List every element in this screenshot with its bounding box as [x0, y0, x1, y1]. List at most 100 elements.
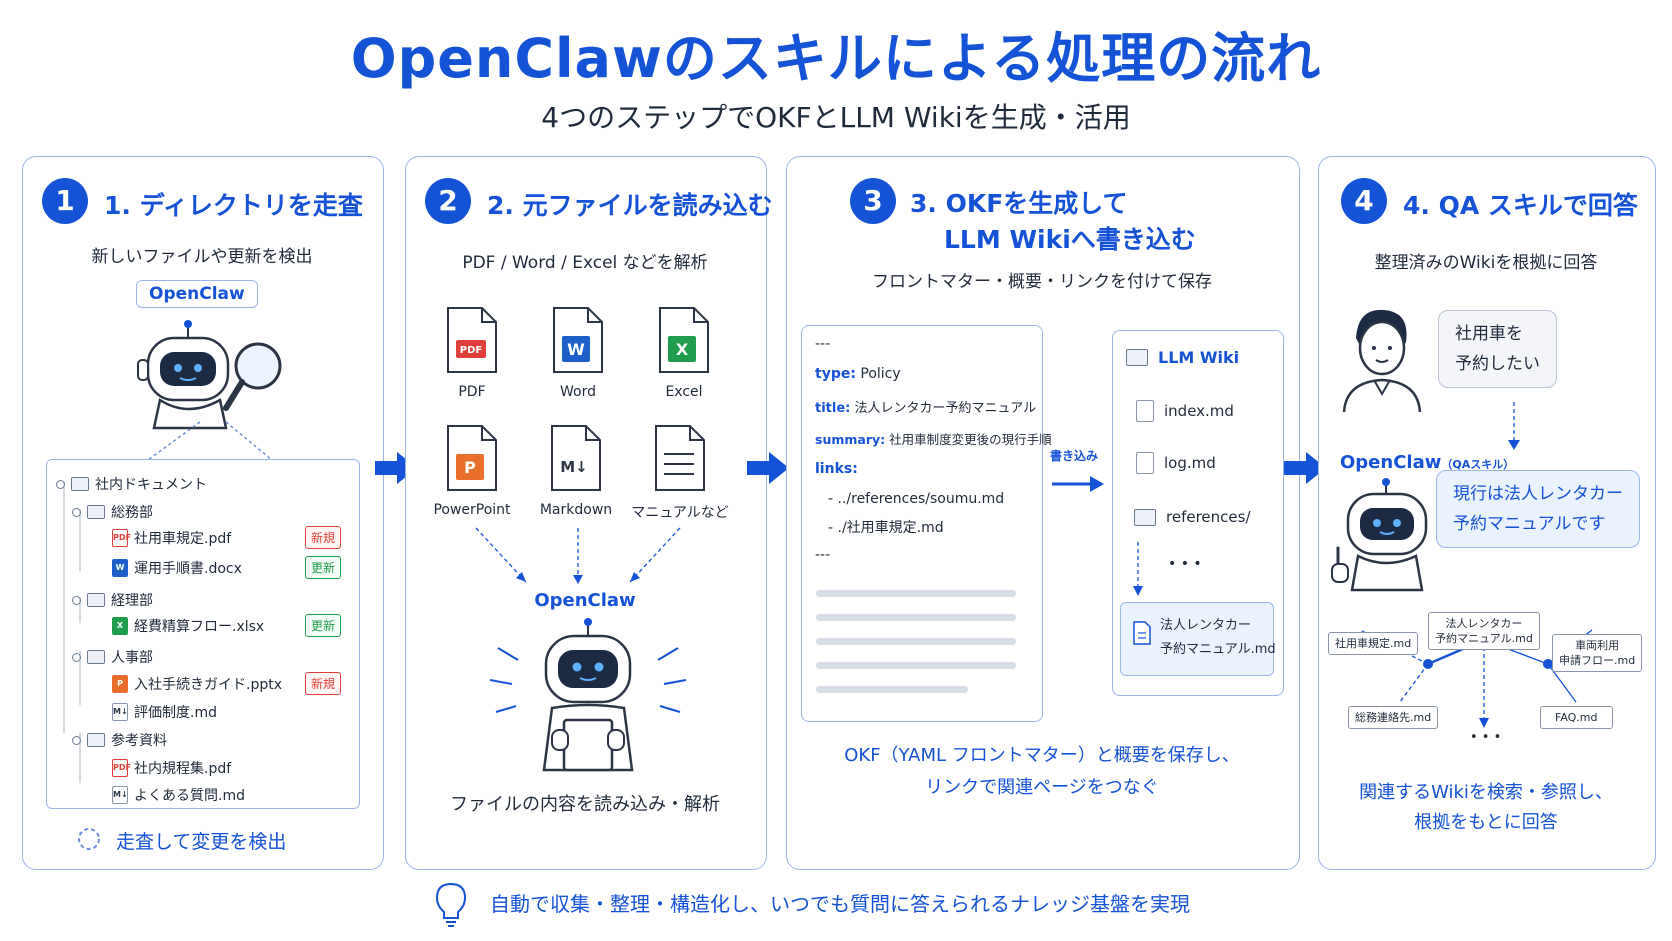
summary-placeholder-line — [816, 590, 1016, 597]
file-type-label: Word — [560, 384, 596, 400]
tree-item-folder[interactable]: 人事部 — [72, 647, 153, 667]
step-3-title-line2: LLM Wikiへ書き込む — [944, 225, 1196, 254]
yaml-link-item: - ../references/soumu.md — [828, 491, 1005, 507]
svg-text:M↓: M↓ — [560, 458, 588, 476]
step-2-number: 2 — [425, 178, 471, 224]
step-3-desc: フロントマター・概要・リンクを付けて保存 — [872, 272, 1212, 292]
manual-document-icon — [655, 425, 705, 491]
folder-icon — [1126, 349, 1148, 366]
excel-file-icon: X — [659, 307, 709, 373]
status-badge-new: 新規 — [305, 672, 342, 695]
flow-arrow-icon — [747, 452, 789, 484]
step-2-agent-label: OpenClaw — [534, 590, 636, 611]
yaml-separator: --- — [815, 336, 831, 352]
robot-answer-icon — [1331, 478, 1428, 592]
tree-item-folder[interactable]: 総務部 — [72, 502, 153, 522]
folder-icon — [87, 733, 105, 747]
write-label: 書き込み — [1050, 449, 1099, 463]
tree-node-icon — [72, 735, 81, 745]
markdown-file-icon: M↓ — [112, 703, 128, 721]
pdf-file-icon: PDF — [112, 529, 131, 547]
step-4-number: 4 — [1341, 178, 1387, 224]
step-4-title: 4. QA スキルで回答 — [1403, 191, 1638, 220]
page-subtitle: 4つのステップでOKFとLLM Wikiを生成・活用 — [541, 101, 1131, 134]
yaml-type-row: type: Policy — [815, 366, 901, 382]
folder-icon — [87, 650, 105, 664]
tree-item-file[interactable]: M↓よくある質問.md — [112, 786, 245, 804]
wiki-new-page-name: 法人レンタカー予約マニュアル.md — [1160, 618, 1276, 657]
status-badge-updated: 更新 — [305, 614, 342, 637]
okf-yaml-document — [801, 325, 1043, 722]
wiki-node[interactable]: 社用車規定.md — [1328, 632, 1419, 655]
tree-item-folder[interactable]: 参考資料 — [72, 730, 167, 750]
file-type-label: マニュアルなど — [631, 505, 729, 521]
file-type-label: Excel — [665, 384, 703, 400]
wiki-node[interactable]: 車両利用申請フロー.md — [1552, 634, 1643, 672]
folder-icon — [71, 477, 89, 491]
word-file-icon: W — [553, 307, 603, 373]
read-arrows — [475, 527, 681, 584]
yaml-separator: --- — [815, 547, 831, 563]
step-3-title-line1: 3. OKFを生成して — [910, 189, 1128, 218]
robot-magnifier-icon — [137, 320, 282, 430]
wiki-node-primary[interactable]: 法人レンタカー予約マニュアル.md — [1428, 612, 1540, 650]
step-3-footer: OKF（YAML フロントマター）と概要を保存し、リンクで関連ページをつなぐ — [844, 745, 1240, 798]
file-type-label: PDF — [458, 384, 486, 400]
document-icon — [1136, 400, 1154, 422]
tree-item-folder[interactable]: 経理部 — [72, 590, 153, 610]
svg-text:P: P — [464, 458, 476, 477]
wiki-item[interactable]: references/ — [1134, 508, 1251, 526]
wiki-ellipsis: • • • — [1168, 556, 1202, 572]
powerpoint-file-icon: P — [112, 675, 128, 693]
tree-item-root[interactable]: 社内ドキュメント — [56, 474, 207, 494]
step-2-footer: ファイルの内容を読み込み・解析 — [450, 794, 720, 815]
tree-item-file[interactable]: M↓評価制度.md — [112, 703, 217, 721]
word-file-icon: W — [112, 559, 128, 577]
yaml-link-item: - ./社用車規定.md — [828, 520, 944, 536]
folder-icon — [87, 505, 105, 519]
step-2-desc: PDF / Word / Excel などを解析 — [462, 253, 708, 273]
step-1-panel — [22, 156, 384, 870]
file-type-label: Markdown — [539, 502, 613, 518]
directory-tree — [46, 459, 360, 809]
step-2-title: 2. 元ファイルを読み込む — [487, 191, 773, 220]
step-3-number: 3 — [850, 178, 896, 224]
add-arrow-line — [1133, 542, 1143, 596]
svg-text:X: X — [676, 340, 689, 359]
svg-text:W: W — [567, 340, 585, 359]
step-1-title: 1. ディレクトリを走査 — [104, 191, 363, 220]
markdown-file-icon: M↓ — [112, 786, 128, 804]
tree-node-icon — [72, 652, 81, 662]
summary-placeholder-line — [816, 638, 1016, 645]
answer-bubble: 現行は法人レンタカー予約マニュアルです — [1436, 470, 1640, 548]
svg-text:PDF: PDF — [460, 345, 482, 356]
pdf-file-icon: PDF — [112, 759, 131, 777]
step-4-agent-label: OpenClaw（QAスキル） — [1340, 452, 1515, 473]
step-4-desc: 整理済みのWikiを根拠に回答 — [1374, 253, 1598, 273]
step-1-number: 1 — [42, 178, 88, 224]
step-3-panel — [786, 156, 1300, 870]
user-avatar-icon — [1342, 309, 1422, 413]
pdf-file-icon: PDF — [447, 307, 497, 373]
step-1-agent-label: OpenClaw — [136, 280, 258, 308]
wiki-node[interactable]: FAQ.md — [1540, 706, 1613, 729]
tree-node-icon — [56, 479, 65, 489]
llm-wiki-panel — [1112, 330, 1284, 696]
file-type-label: PowerPoint — [433, 502, 511, 518]
powerpoint-file-icon: P — [447, 425, 497, 491]
step-1-footer: 走査して変更を検出 — [116, 831, 287, 853]
wiki-node[interactable]: 総務連絡先.md — [1348, 706, 1439, 729]
scan-progress-icon — [78, 828, 100, 850]
question-bubble: 社用車を予約したい — [1438, 310, 1557, 388]
status-badge-updated: 更新 — [305, 556, 342, 579]
markdown-file-icon: M↓ — [551, 425, 601, 491]
wiki-item[interactable]: log.md — [1136, 452, 1216, 474]
step-4-footer: 関連するWikiを検索・参照し、根拠をもとに回答 — [1359, 782, 1613, 833]
wiki-item[interactable]: index.md — [1136, 400, 1234, 422]
excel-file-icon: X — [112, 617, 128, 635]
